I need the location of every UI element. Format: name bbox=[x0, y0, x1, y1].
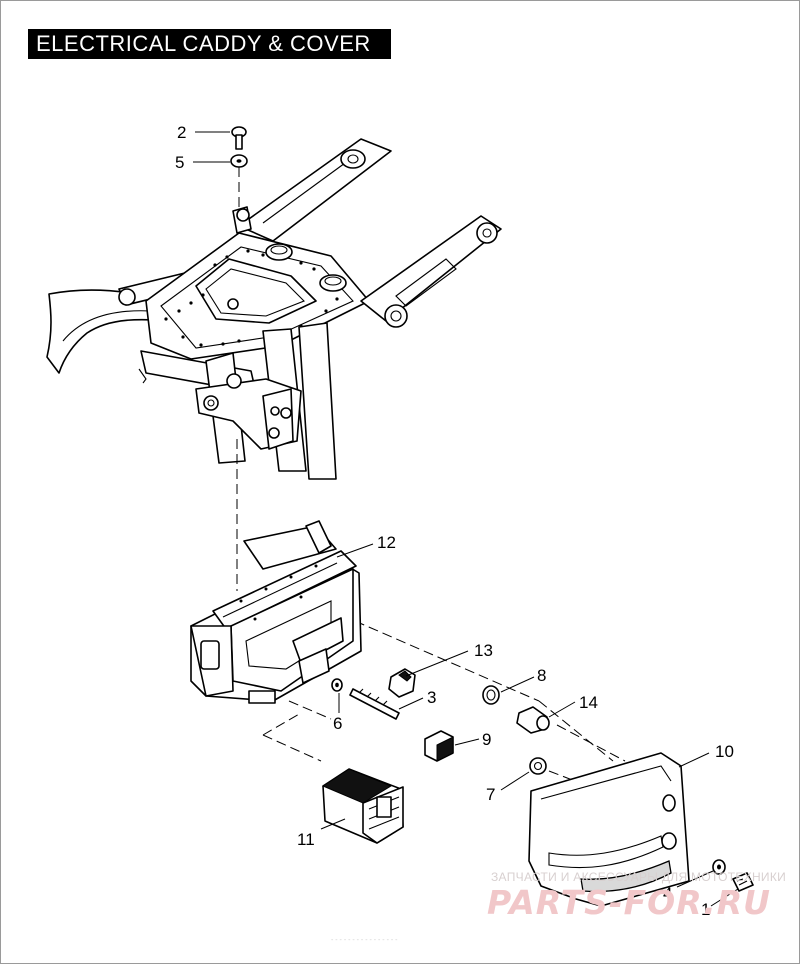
callout-13: 13 bbox=[474, 641, 493, 660]
callout-5: 5 bbox=[175, 153, 184, 172]
callout-14: 14 bbox=[579, 693, 598, 712]
spacer-part-6 bbox=[331, 678, 343, 692]
cover-part-10 bbox=[528, 752, 690, 907]
callout-11: 11 bbox=[297, 830, 315, 849]
electrical-caddy-part-12 bbox=[190, 520, 362, 704]
callout-4: 4 bbox=[663, 884, 672, 903]
watermark: ЗАПЧАСТИ И АКСЕССУАРЫ ДЛЯ МОТОТЕХНИКИ PA… bbox=[331, 870, 786, 944]
callout-1: 1 bbox=[701, 900, 710, 919]
assembly-lines bbox=[236, 167, 626, 792]
watermark-logo: PARTS-FOR.RU bbox=[487, 883, 771, 922]
diagram-title: ELECTRICAL CADDY & COVER bbox=[28, 29, 391, 59]
connector-part-14 bbox=[516, 706, 550, 734]
screw-part-1 bbox=[732, 872, 754, 892]
grommet-part-8 bbox=[482, 685, 500, 705]
module-part-11 bbox=[321, 768, 404, 844]
watermark-caption: ЗАПЧАСТИ И АКСЕССУАРЫ ДЛЯ МОТОТЕХНИКИ bbox=[491, 870, 786, 884]
callout-3: 3 bbox=[427, 688, 436, 707]
rod-part-3 bbox=[349, 688, 400, 720]
screw-part-2 bbox=[231, 126, 247, 150]
fuse-part-13 bbox=[388, 668, 416, 698]
grommet-part-7 bbox=[529, 757, 547, 775]
callout-6: 6 bbox=[333, 714, 342, 733]
faint-footer-mark: - - - - - - - - - - - - - - - - bbox=[331, 937, 398, 944]
callout-12: 12 bbox=[377, 533, 396, 552]
leader-lines bbox=[193, 131, 739, 907]
callout-10: 10 bbox=[715, 742, 734, 761]
washer-part-4 bbox=[712, 859, 726, 875]
relay-part-9 bbox=[424, 730, 454, 762]
callout-2: 2 bbox=[177, 123, 186, 142]
washer-part-5 bbox=[230, 154, 248, 168]
callout-8: 8 bbox=[537, 666, 546, 685]
callout-7: 7 bbox=[486, 785, 495, 804]
callout-9: 9 bbox=[482, 730, 491, 749]
callout-labels: 2 5 12 13 8 3 14 6 9 10 7 11 4 1 bbox=[175, 123, 734, 919]
frame-illustration bbox=[46, 138, 502, 480]
